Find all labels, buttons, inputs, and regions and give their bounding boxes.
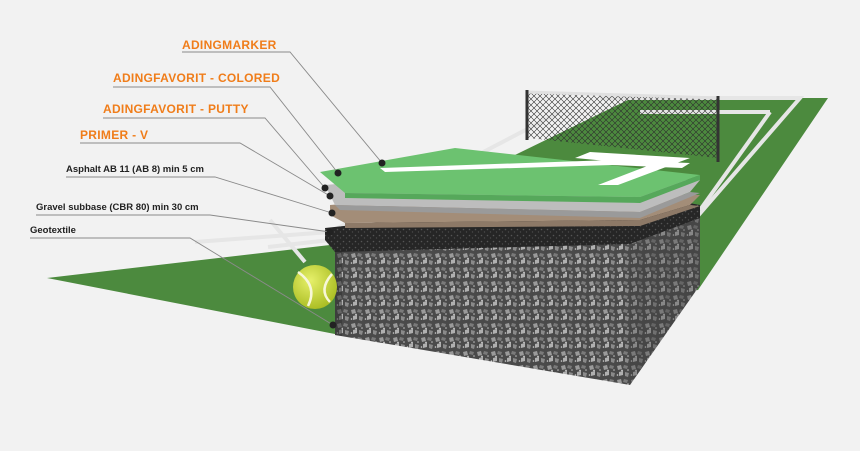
label-adingmarker: ADINGMARKER (182, 38, 277, 52)
marker-line (380, 160, 690, 172)
label-gravel-subbase: Gravel subbase (CBR 80) min 30 cm (36, 202, 199, 213)
label-geotextile: Geotextile (30, 225, 76, 236)
tennis-net (525, 90, 720, 162)
label-adingfavorit-putty: ADINGFAVORIT - PUTTY (103, 102, 249, 116)
label-primer-v: PRIMER - V (80, 128, 149, 142)
leader-dots (321, 159, 386, 329)
label-adingfavorit-colored: ADINGFAVORIT - COLORED (113, 71, 281, 85)
label-asphalt: Asphalt AB 11 (AB 8) min 5 cm (66, 164, 204, 175)
leader-lines (30, 51, 383, 326)
tennis-ball (293, 265, 337, 309)
gravel-subbase-layer (335, 215, 700, 385)
